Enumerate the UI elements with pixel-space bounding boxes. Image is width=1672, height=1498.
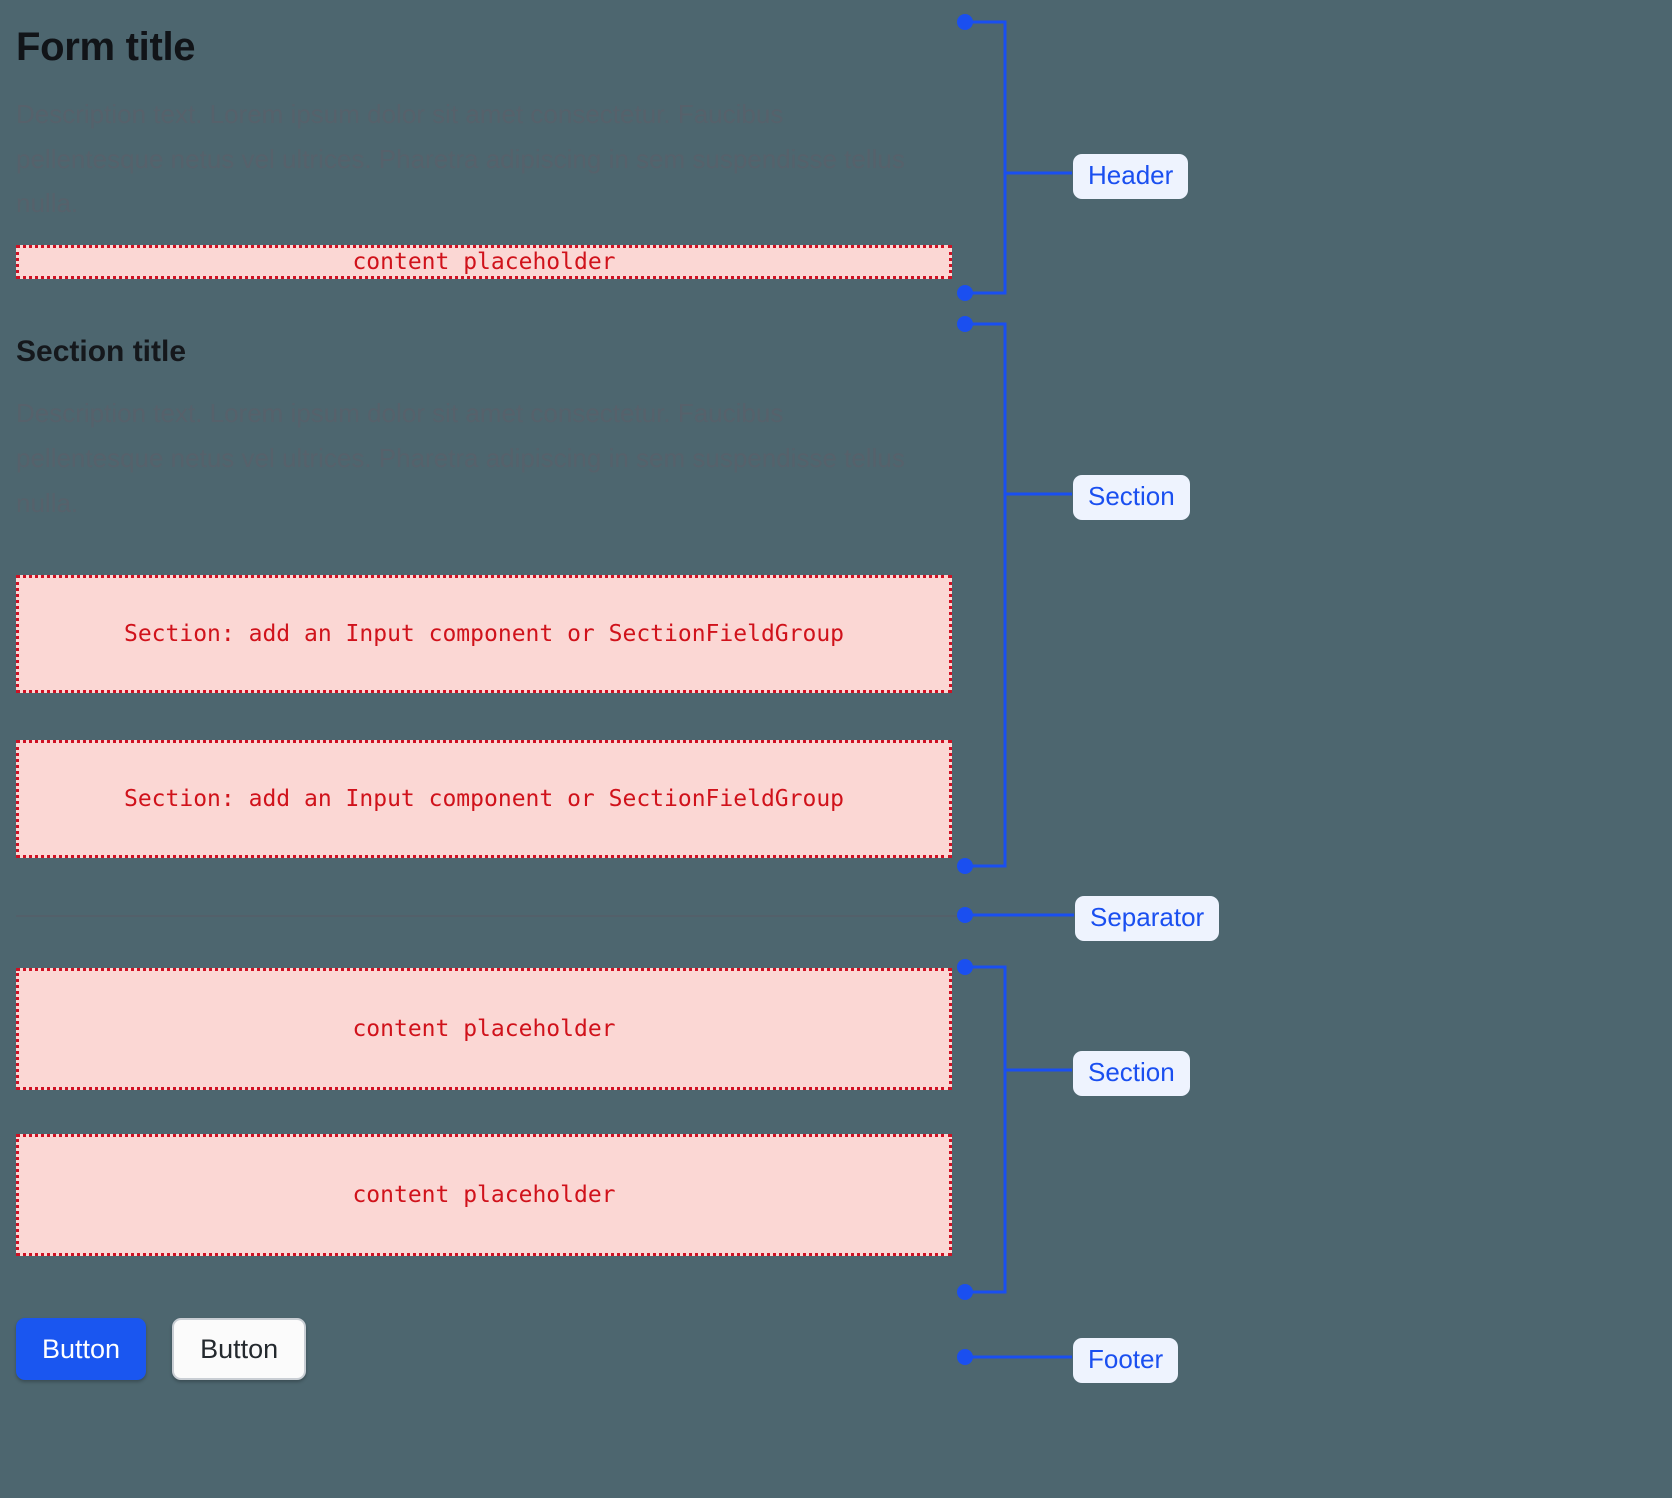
section-field-placeholder-2[interactable]: Section: add an Input component or Secti… (16, 740, 952, 859)
separator (16, 915, 976, 918)
secondary-button[interactable]: Button (172, 1318, 307, 1381)
section-two-content-placeholder-2[interactable]: content placeholder (16, 1134, 952, 1257)
form-footer: Button Button (16, 1318, 1016, 1381)
section-two-content-placeholder-1[interactable]: content placeholder (16, 968, 952, 1091)
form-section-one: Section title Description text. Lorem ip… (16, 334, 1016, 859)
page-title: Form title (16, 25, 196, 69)
form-container: Form title Description text. Lorem ipsum… (16, 0, 1016, 1381)
primary-button[interactable]: Button (16, 1318, 147, 1381)
annotation-label-section-two[interactable]: Section (1073, 1051, 1190, 1096)
annotation-label-section-one[interactable]: Section (1073, 475, 1190, 520)
section-description: Description text. Lorem ipsum dolor sit … (16, 398, 905, 518)
form-header: Form title Description text. Lorem ipsum… (16, 0, 1016, 280)
section-field-placeholder-1[interactable]: Section: add an Input component or Secti… (16, 575, 952, 694)
annotation-label-header[interactable]: Header (1073, 154, 1189, 199)
section-title: Section title (16, 335, 187, 369)
annotation-label-footer[interactable]: Footer (1073, 1338, 1179, 1383)
annotation-label-separator[interactable]: Separator (1075, 896, 1220, 941)
form-section-two: content placeholder content placeholder (16, 968, 1016, 1257)
header-content-placeholder[interactable]: content placeholder (16, 245, 952, 280)
header-description: Description text. Lorem ipsum dolor sit … (16, 99, 905, 219)
